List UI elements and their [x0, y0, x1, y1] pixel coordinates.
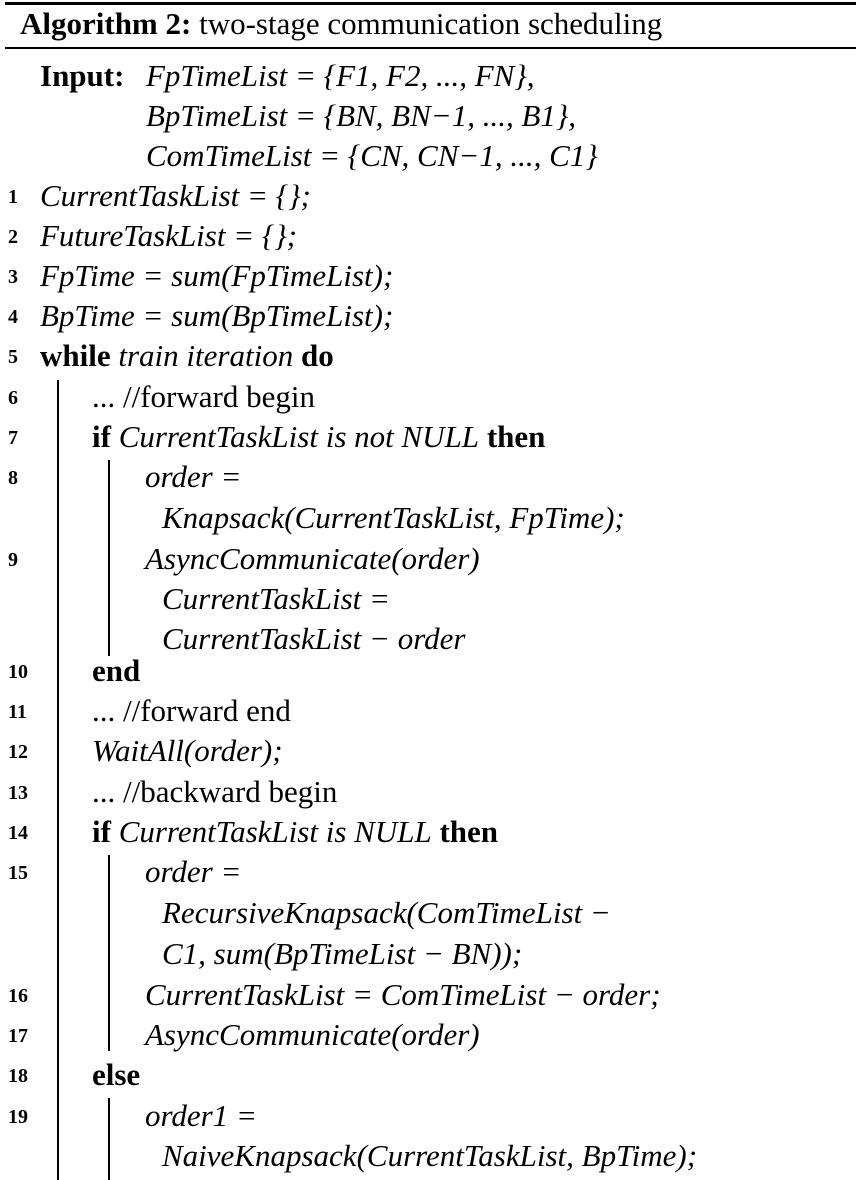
algorithm-caption: Algorithm 2: two-stage communication sch…: [20, 4, 662, 44]
algo-line-19-cont-1: NaiveKnapsack(CurrentTaskList, BpTime);: [162, 1138, 698, 1173]
algo-line-1: CurrentTaskList = {};: [40, 178, 311, 213]
keyword-if-2: if: [92, 814, 111, 849]
algo-line-19: order1 =: [145, 1098, 257, 1133]
keyword-then: then: [486, 419, 546, 454]
algo-line-14: if CurrentTaskList is NULL then: [92, 812, 498, 852]
line-number-9: 9: [8, 549, 18, 571]
algo-line-9-cont-1: CurrentTaskList =: [162, 581, 390, 616]
line-number-7: 7: [8, 427, 18, 449]
input-line-2-text: BpTimeList = {BN, BN−1, ..., B1},: [146, 98, 577, 133]
line-number-2: 2: [8, 226, 18, 248]
algo-line-8: order =: [145, 459, 242, 494]
line-number-11: 11: [8, 701, 27, 723]
if-block-bar-2: [108, 855, 110, 1051]
if-block-bar-1: [108, 460, 110, 656]
line-number-6: 6: [8, 387, 18, 409]
input-line-2: BpTimeList = {BN, BN−1, ..., B1},: [146, 96, 576, 136]
line-number-13: 13: [8, 782, 28, 804]
algo-line-2: FutureTaskList = {};: [40, 218, 298, 253]
input-line-3: ComTimeList = {CN, CN−1, ..., C1}: [146, 136, 598, 176]
else-block-bar: [108, 1098, 110, 1180]
caption-rule: [5, 47, 856, 49]
algo-line-16: CurrentTaskList = ComTimeList − order;: [145, 977, 661, 1012]
caption-title: two-stage communication scheduling: [199, 6, 663, 41]
keyword-do: do: [300, 338, 334, 373]
algo-line-7: if CurrentTaskList is not NULL then: [92, 417, 545, 457]
line-number-1: 1: [8, 186, 18, 208]
line-number-17: 17: [8, 1025, 28, 1047]
caption-label: Algorithm 2:: [20, 6, 192, 41]
algo-line-15: order =: [145, 854, 242, 889]
line-number-4: 4: [8, 306, 18, 328]
line-number-12: 12: [8, 741, 28, 763]
top-rule: [5, 2, 856, 5]
if-condition-2: CurrentTaskList is NULL: [118, 814, 432, 849]
algo-line-12: WaitAll(order);: [92, 733, 283, 768]
algo-line-11: ... //forward end: [92, 693, 291, 728]
while-condition: train iteration: [118, 338, 294, 373]
algo-line-15-cont-2: C1, sum(BpTimeList − BN));: [162, 936, 523, 971]
while-block-bar: [57, 380, 59, 1180]
keyword-if: if: [92, 419, 111, 454]
line-number-16: 16: [8, 985, 28, 1007]
algo-line-13: ... //backward begin: [92, 774, 338, 809]
line-number-3: 3: [8, 266, 18, 288]
algo-line-9: AsyncCommunicate(order): [145, 541, 480, 576]
input-line-1-text: FpTimeList = {F1, F2, ..., FN},: [146, 58, 535, 93]
algo-line-17: AsyncCommunicate(order): [145, 1017, 480, 1052]
algo-line-15-cont-1: RecursiveKnapsack(ComTimeList −: [162, 895, 611, 930]
line-number-8: 8: [8, 467, 18, 489]
algo-line-4: BpTime = sum(BpTimeList);: [40, 298, 394, 333]
input-line-3-text: ComTimeList = {CN, CN−1, ..., C1}: [146, 138, 598, 173]
algo-line-9-cont-2: CurrentTaskList − order: [162, 621, 466, 656]
algo-line-10: end: [92, 653, 141, 688]
keyword-then-2: then: [439, 814, 499, 849]
algo-line-6: ... //forward begin: [92, 379, 315, 414]
line-number-10: 10: [8, 661, 28, 683]
if-condition: CurrentTaskList is not NULL: [118, 419, 480, 454]
line-number-18: 18: [8, 1065, 28, 1087]
input-line-1: FpTimeList = {F1, F2, ..., FN},: [146, 56, 534, 96]
keyword-while: while: [40, 338, 111, 373]
line-number-14: 14: [8, 822, 28, 844]
line-number-19: 19: [8, 1106, 28, 1128]
input-row: Input:: [40, 56, 124, 96]
line-number-5: 5: [8, 346, 18, 368]
algo-line-5: while train iteration do: [40, 336, 334, 376]
algo-line-8-cont-1: Knapsack(CurrentTaskList, FpTime);: [162, 500, 625, 535]
line-number-15: 15: [8, 862, 28, 884]
input-label: Input:: [40, 58, 125, 93]
algo-line-18: else: [92, 1057, 141, 1092]
algo-line-3: FpTime = sum(FpTimeList);: [40, 258, 394, 293]
